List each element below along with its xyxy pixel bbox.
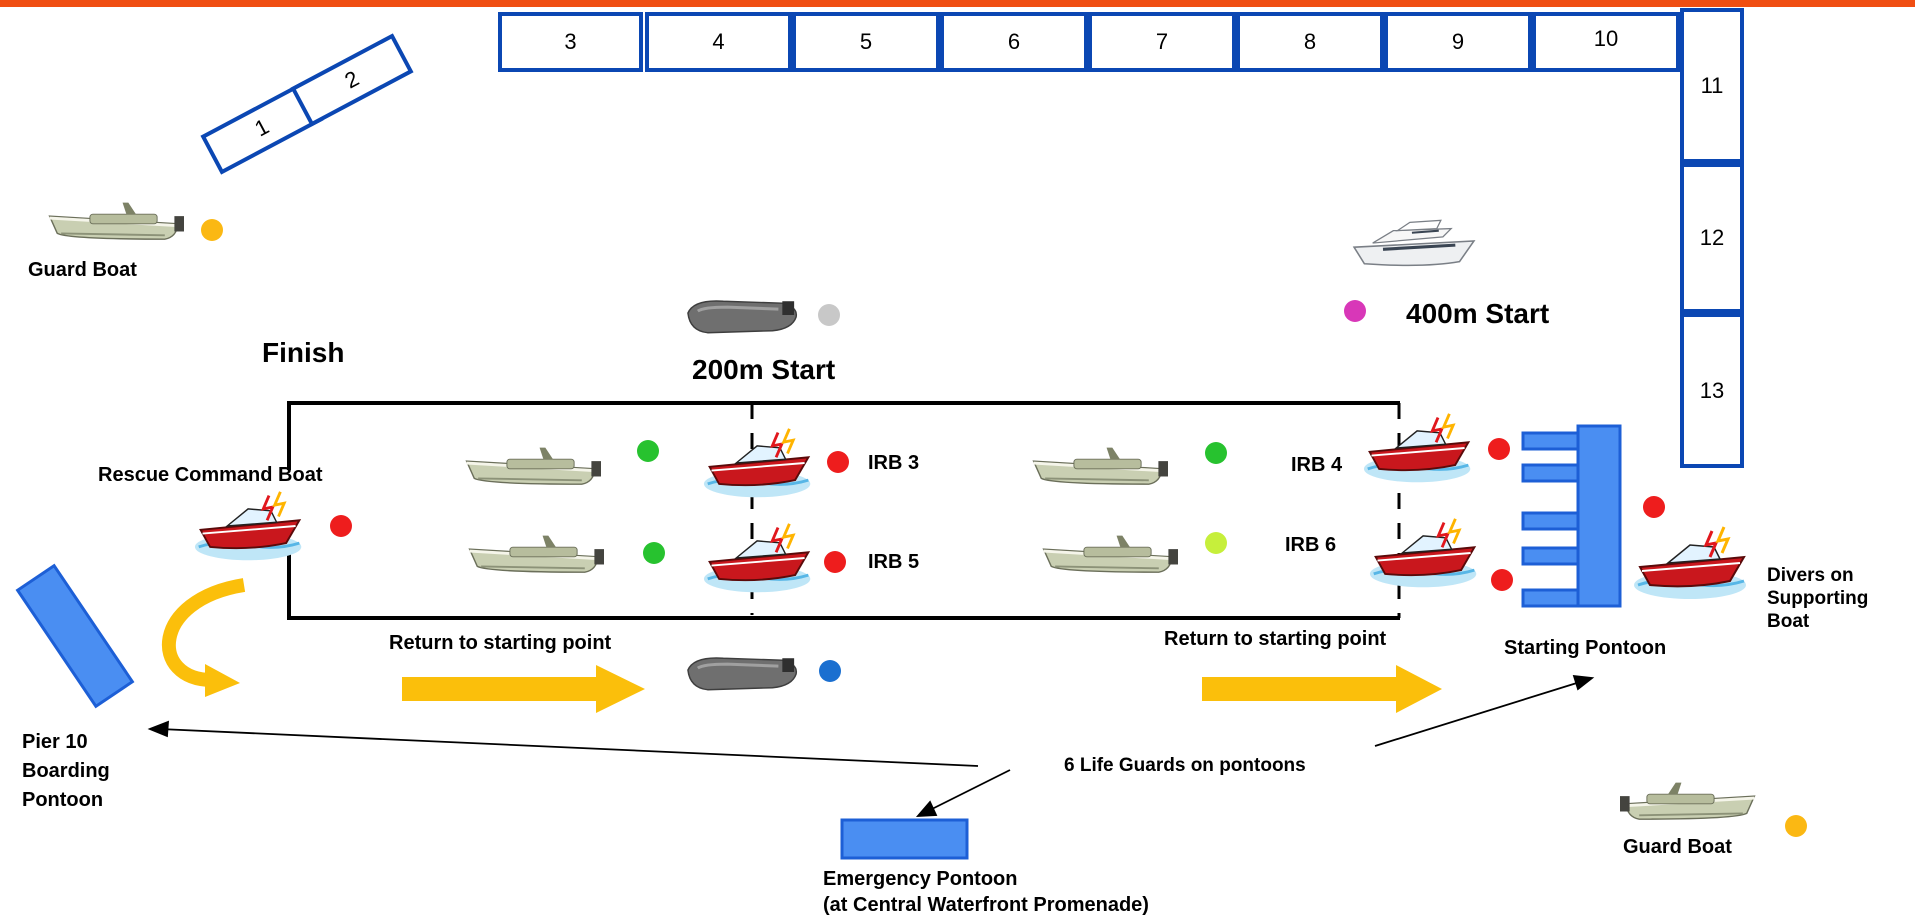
marker-dot-icon [201,219,223,241]
emergency-line-1: Emergency Pontoon [823,868,1018,890]
berth-11-label: 11 [1700,72,1724,98]
return-left-label: Return to starting point [389,632,612,654]
berth-5: 5 [792,12,940,72]
berth-13-label: 13 [1699,377,1725,403]
marker-dot-icon [1205,532,1227,554]
berth-4-label: 4 [712,29,725,54]
marker-dots [201,219,1807,837]
emergency-pontoon [840,818,969,860]
marker-dot-icon [819,660,841,682]
starting-pontoon-label: Starting Pontoon [1504,637,1667,659]
berth-9-label: 9 [1451,29,1465,54]
marker-dot-icon [824,551,846,573]
berth-4: 4 [645,12,792,72]
return-arrow-left-icon [402,665,645,713]
rescue-boat-icon [1362,412,1472,484]
berth-3: 3 [498,12,643,72]
guard-boat-icon [1618,781,1756,821]
divers-line-2: Supporting [1767,588,1869,609]
divers-label: Divers on Supporting Boat [1767,564,1868,633]
guard-boat-left-label: Guard Boat [28,259,137,281]
yacht-icon [1352,218,1476,267]
divers-line-1: Divers on [1767,565,1854,586]
irb-5-label: IRB 5 [868,551,920,573]
berth-8-label: 8 [1303,29,1317,54]
starting-pontoon [1521,424,1622,608]
pier-line-2: Boarding [22,760,110,782]
marker-dot-icon [1785,815,1807,837]
start-400m-label: 400m Start [1406,298,1550,329]
finish-label: Finish [262,337,345,368]
rescue-boat-icon [702,427,812,499]
berth-12: 12 [1680,163,1744,313]
berth-7: 7 [1088,12,1236,72]
marker-dot-icon [1643,496,1665,518]
marker-dot-icon [1491,569,1513,591]
marker-dot-icon [330,515,352,537]
pier-10-pontoon [15,563,135,709]
marker-dot-icon [827,451,849,473]
guard-boat-right-label: Guard Boat [1623,836,1732,858]
berth-13: 13 [1680,313,1744,468]
inflatable-boat-icon [686,656,798,692]
marker-dot-icon [643,542,665,564]
pier-line-3: Pontoon [22,789,104,811]
pier-10-label: Pier 10 Boarding Pontoon [22,728,110,815]
marker-dot-icon [1488,438,1510,460]
emergency-pontoon-label: Emergency Pontoon (at Central Waterfront… [823,866,1149,918]
marker-dot-icon [1205,442,1227,464]
rescue-boat-icon [193,490,303,562]
pier-line-1: Pier 10 [22,731,88,753]
guard-boat-icon [48,201,186,241]
irb-3-label: IRB 3 [868,452,920,474]
rescue-boat-icon [1368,517,1478,589]
speedboat-icon [1032,446,1170,486]
return-arrow-right-icon [1202,665,1442,713]
curved-arrow-icon [161,578,246,697]
berth-10: 10 [1532,12,1680,72]
rescue-boat-icon [702,522,812,594]
irb-6-label: IRB 6 [1285,534,1337,556]
emergency-line-2: (at Central Waterfront Promenade) [823,894,1149,916]
berth-6-label: 6 [1007,29,1021,54]
marker-dot-icon [637,440,659,462]
race-course [287,401,1401,620]
berth-9: 9 [1384,12,1532,72]
rescue-command-boat-label: Rescue Command Boat [98,464,323,486]
start-200m-label: 200m Start [692,354,836,385]
top-accent-bar [0,0,1915,7]
life-guards-label: 6 Life Guards on pontoons [1064,755,1306,776]
berth-2 [290,33,414,127]
pointer-arrows [147,674,1595,818]
berth-10-label: 10 [1593,26,1619,51]
rescue-boat-icon [1632,525,1748,601]
return-right-label: Return to starting point [1164,628,1387,650]
marker-dot-icon [1344,300,1366,322]
berth-5-label: 5 [859,29,873,54]
irb-4-label: IRB 4 [1291,454,1343,476]
inflatable-boat-icon [686,299,798,335]
berth-12-label: 12 [1699,225,1725,250]
speedboat-icon [468,534,606,574]
berth-8: 8 [1236,12,1384,72]
berth-3-label: 3 [564,29,577,54]
divers-line-3: Boat [1767,611,1810,632]
marker-dot-icon [818,304,840,326]
berth-7-label: 7 [1155,29,1169,54]
berth-6: 6 [940,12,1088,72]
speedboat-icon [1042,534,1180,574]
speedboat-icon [465,446,603,486]
berth-11: 11 [1680,8,1744,163]
